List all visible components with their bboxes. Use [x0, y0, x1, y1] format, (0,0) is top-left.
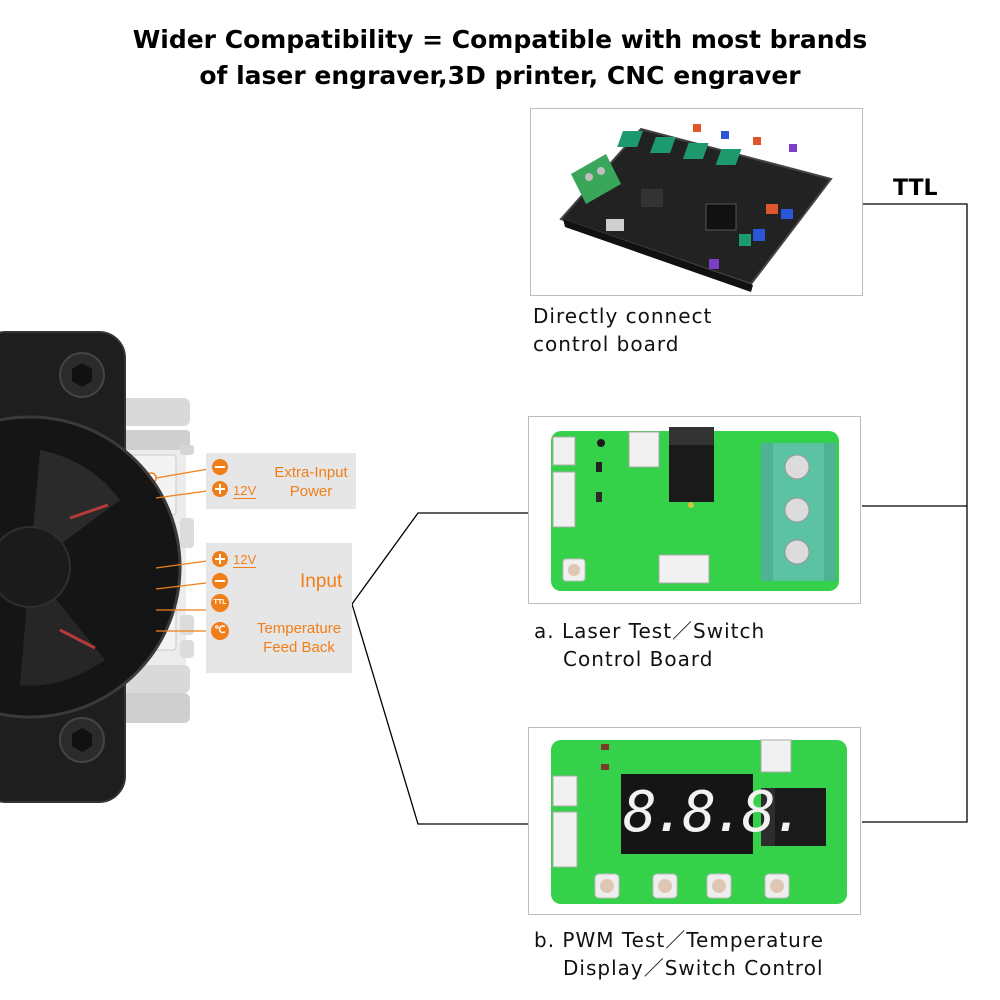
- pwm-board-caption: b. PWM Test／Temperature Display／Switch C…: [534, 926, 824, 982]
- input-label-box: 12V TTL ℃ Input Temperature Feed Back: [206, 543, 352, 673]
- minus-icon: [212, 573, 228, 589]
- input-label: Input: [300, 571, 343, 592]
- power-label-line1: Extra-Input: [274, 464, 348, 481]
- temperature-label: Temperature Feed Back: [246, 619, 352, 657]
- control-board-image: [559, 124, 833, 292]
- power-label-box: 12V Extra-Input Power: [206, 453, 356, 509]
- pwm-board-caption-line2: Display／Switch Control: [563, 956, 824, 980]
- laser-test-board-caption-line2: Control Board: [563, 647, 714, 671]
- plus-icon: [212, 481, 228, 497]
- minus-icon: [212, 459, 228, 475]
- input-voltage: 12V: [233, 552, 257, 568]
- pwm-board-image: [551, 739, 847, 904]
- temperature-icon: ℃: [211, 622, 229, 640]
- laser-test-board-image: [551, 427, 839, 591]
- power-label: Extra-Input Power: [269, 463, 353, 501]
- control-board-caption-line2: control board: [533, 332, 680, 356]
- ttl-label: TTL: [893, 176, 938, 201]
- title-line-1: Wider Compatibility = Compatible with mo…: [132, 25, 868, 54]
- laser-module-drawing: [0, 331, 194, 803]
- plus-icon: [212, 551, 228, 567]
- laser-test-board-card: [528, 416, 861, 604]
- power-voltage: 12V: [233, 483, 257, 499]
- control-board-caption-line1: Directly connect: [533, 304, 713, 328]
- control-board-caption: Directly connect control board: [533, 302, 712, 358]
- laser-test-board-caption: a. Laser Test／Switch Control Board: [534, 617, 765, 673]
- laser-module: [0, 330, 360, 810]
- pwm-board-caption-line1: b. PWM Test／Temperature: [534, 928, 824, 952]
- title-line-2: of laser engraver,3D printer, CNC engrav…: [199, 61, 801, 90]
- temperature-label-line2: Feed Back: [263, 639, 335, 656]
- temperature-label-line1: Temperature: [256, 620, 342, 637]
- page-title: Wider Compatibility = Compatible with mo…: [0, 22, 1000, 94]
- seven-segment-display: 8.8.8.: [623, 780, 805, 845]
- pwm-board-card: 8.8.8.: [528, 727, 861, 915]
- power-label-line2: Power: [289, 483, 333, 500]
- ttl-icon: TTL: [211, 594, 229, 612]
- laser-test-board-caption-line1: a. Laser Test／Switch: [534, 619, 766, 643]
- control-board-card: [530, 108, 863, 296]
